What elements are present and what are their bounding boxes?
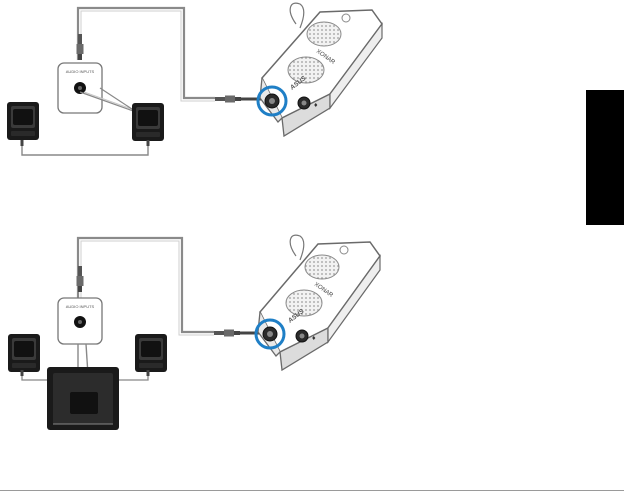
speaker-right-icon [132, 103, 164, 141]
svg-text:♦: ♦ [312, 335, 316, 342]
speaker-link-cable [22, 372, 47, 380]
audio-input-panel: AUDIO INPUTS [58, 63, 102, 113]
audio-plug-icon [214, 330, 240, 337]
subwoofer-icon [47, 367, 119, 430]
footer-divider [0, 490, 624, 491]
speaker-grille-top [305, 255, 339, 279]
speaker-link-cable [22, 142, 148, 155]
audio-input-panel: AUDIO INPUTS [58, 298, 102, 344]
svg-text:♦: ♦ [314, 102, 318, 109]
diagram-top: AUDIO INPUTS XONAR AS [7, 3, 382, 155]
jack-panel-label: AUDIO INPUTS [66, 304, 95, 309]
speaker-left-icon [7, 102, 39, 140]
speaker-grille-top [307, 22, 341, 46]
jack-panel-label: AUDIO INPUTS [66, 69, 95, 74]
speaker-right-icon [135, 334, 167, 372]
diagram-bottom: AUDIO INPUTS [8, 235, 380, 430]
audio-plug-icon [215, 96, 241, 103]
chapter-side-tab [586, 90, 624, 225]
usb-sound-card-icon: XONAR ASUS ♦ [258, 235, 380, 370]
speaker-link-cable [119, 372, 148, 380]
speaker-left-icon [8, 334, 40, 372]
usb-sound-card-icon: XONAR ASUS ♦ [260, 3, 382, 136]
